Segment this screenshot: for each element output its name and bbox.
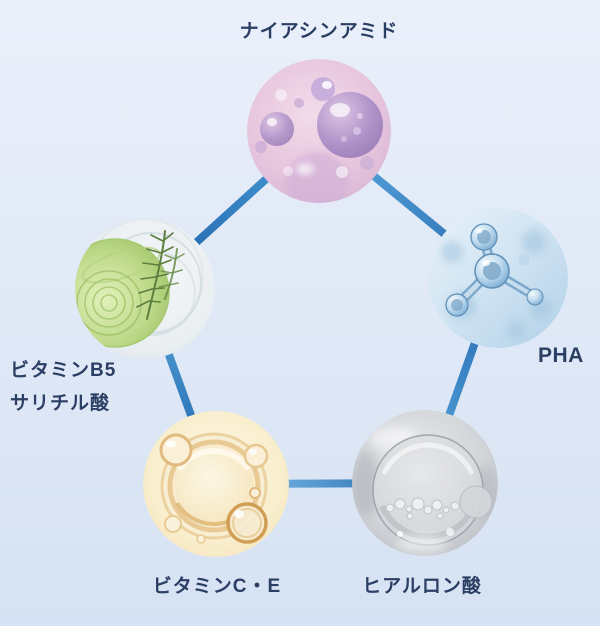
node-image-pha bbox=[428, 208, 568, 348]
node-image-niacinamide bbox=[247, 59, 391, 203]
silver-moisture-bubble-icon bbox=[352, 410, 498, 556]
label-salicylic-acid-line: サリチル酸 bbox=[10, 393, 111, 414]
pink-water-droplets-icon bbox=[247, 59, 391, 203]
label-hyaluronic-acid: ヒアルロン酸 bbox=[362, 576, 482, 597]
node-image-hyaluronic-acid bbox=[352, 410, 498, 556]
label-vitamin-b5-line: ビタミンB5 bbox=[10, 360, 117, 381]
blue-molecule-icon bbox=[428, 208, 568, 348]
label-pha: PHA bbox=[538, 344, 584, 367]
green-botanical-dish-icon bbox=[75, 219, 215, 359]
label-niacinamide: ナイアシンアミド bbox=[239, 21, 399, 42]
golden-oil-bubbles-icon bbox=[143, 411, 289, 557]
node-image-vitamin-ce bbox=[143, 411, 289, 557]
node-image-vitamin-b5-salicylic bbox=[75, 219, 215, 359]
label-vitamin-b5-salicylic: ビタミンB5 サリチル酸 bbox=[10, 354, 116, 420]
label-vitamin-ce: ビタミンC・E bbox=[152, 576, 282, 597]
